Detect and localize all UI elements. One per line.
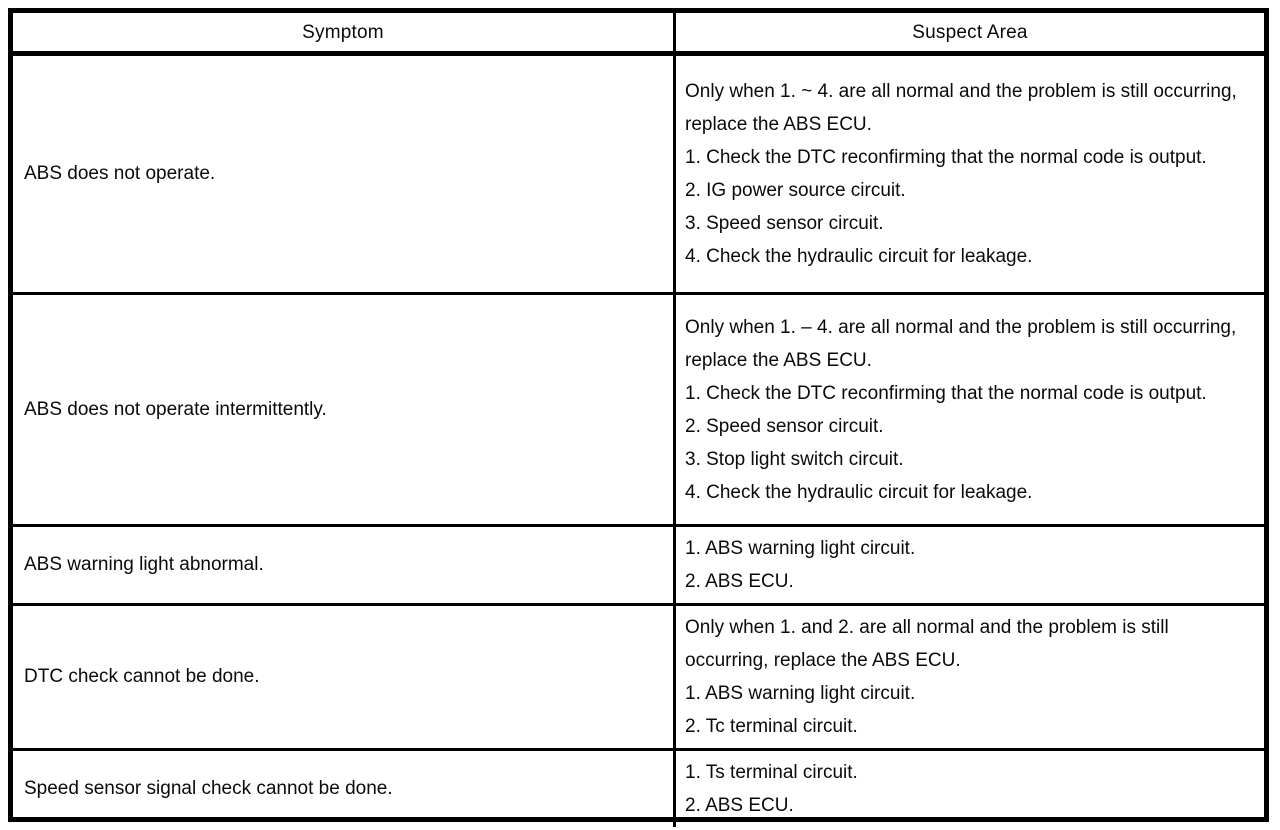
symptom-text: ABS does not operate intermittently.	[24, 398, 327, 420]
symptom-cell: ABS does not operate.	[13, 56, 676, 292]
suspect-line: 2. ABS ECU.	[685, 795, 794, 816]
symptom-cell: DTC check cannot be done.	[13, 606, 676, 748]
symptom-text: ABS does not operate.	[24, 163, 216, 184]
suspect-area-cell: Only when 1. and 2. are all normal and t…	[676, 606, 1264, 748]
suspect-line: 2. Tc terminal circuit.	[685, 716, 858, 737]
table-row: Speed sensor signal check cannot be done…	[13, 748, 1264, 827]
suspect-line: 4. Check the hydraulic circuit for leaka…	[685, 246, 1033, 267]
table-row: ABS does not operate intermittently. Onl…	[13, 292, 1264, 524]
table-row: DTC check cannot be done. Only when 1. a…	[13, 603, 1264, 748]
table-row: ABS warning light abnormal. 1. ABS warni…	[13, 524, 1264, 603]
suspect-line: 3. Stop light switch circuit.	[685, 448, 904, 470]
suspect-line: 1. Check the DTC reconfirming that the n…	[685, 382, 1207, 404]
suspect-area-cell: 1. Ts terminal circuit. 2. ABS ECU.	[676, 751, 1264, 827]
suspect-line: 3. Speed sensor circuit.	[685, 213, 884, 234]
suspect-line: 1. Check the DTC reconfirming that the n…	[685, 147, 1207, 168]
suspect-area-cell: Only when 1. ~ 4. are all normal and the…	[676, 56, 1264, 292]
suspect-line: 2. IG power source circuit.	[685, 180, 906, 201]
symptom-text: Speed sensor signal check cannot be done…	[24, 778, 393, 799]
abs-troubleshooting-table: Symptom Suspect Area ABS does not operat…	[8, 8, 1269, 827]
table-row: ABS does not operate. Only when 1. ~ 4. …	[13, 53, 1264, 292]
symptom-cell: ABS does not operate intermittently.	[13, 295, 676, 524]
suspect-line: 4. Check the hydraulic circuit for leaka…	[685, 481, 1033, 503]
suspect-area-cell: 1. ABS warning light circuit. 2. ABS ECU.	[676, 527, 1264, 603]
suspect-line: Only when 1. – 4. are all normal and the…	[685, 316, 1237, 371]
suspect-line: Only when 1. and 2. are all normal and t…	[685, 617, 1169, 671]
suspect-line: 1. ABS warning light circuit.	[685, 683, 916, 704]
symptom-text: ABS warning light abnormal.	[24, 554, 264, 575]
suspect-area-cell: Only when 1. – 4. are all normal and the…	[676, 295, 1264, 524]
symptom-column-header: Symptom	[13, 13, 676, 51]
suspect-line: Only when 1. ~ 4. are all normal and the…	[685, 81, 1237, 135]
symptom-text: DTC check cannot be done.	[24, 666, 260, 687]
symptom-cell: Speed sensor signal check cannot be done…	[13, 751, 676, 827]
suspect-line: 2. ABS ECU.	[685, 571, 794, 592]
suspect-area-column-header: Suspect Area	[912, 22, 1028, 43]
table-header-row: Symptom Suspect Area	[13, 13, 1264, 53]
symptom-cell: ABS warning light abnormal.	[13, 527, 676, 603]
suspect-line: 1. Ts terminal circuit.	[685, 762, 858, 783]
suspect-line: 1. ABS warning light circuit.	[685, 538, 916, 559]
suspect-line: 2. Speed sensor circuit.	[685, 415, 884, 437]
